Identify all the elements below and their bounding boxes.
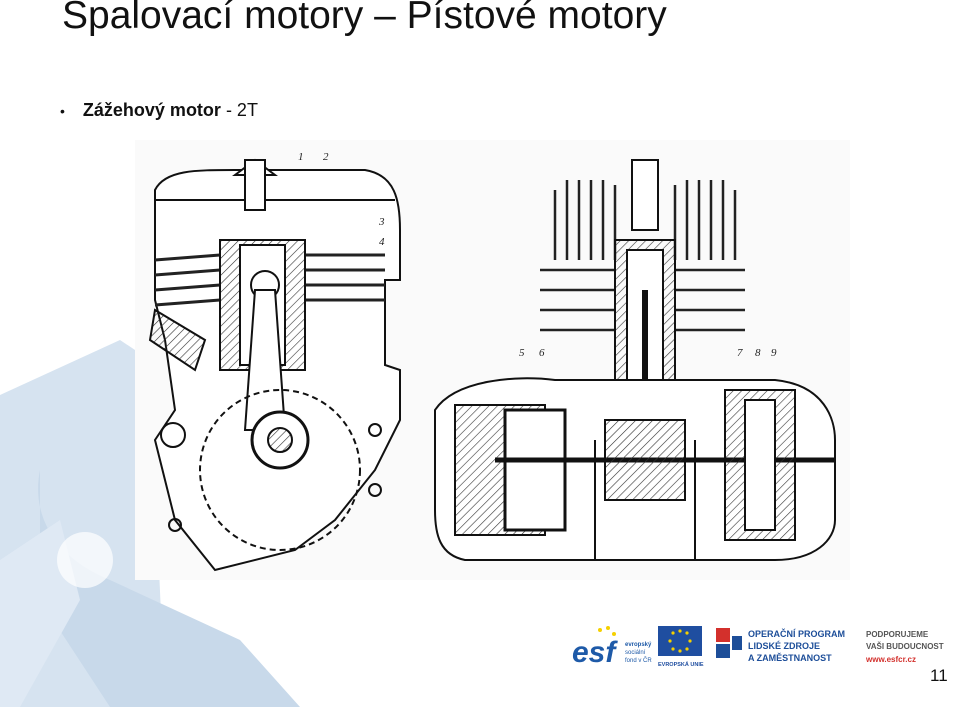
- right-label: 8: [755, 347, 761, 359]
- eu-caption: EVROPSKÁ UNIE: [658, 661, 704, 668]
- left-label: 3: [378, 216, 385, 228]
- support-line: PODPORUJEME: [866, 630, 929, 639]
- right-engine-view: [434, 159, 836, 561]
- support-line: VAŠI BUDOUCNOST: [866, 642, 944, 651]
- support-text: PODPORUJEME VAŠI BUDOUCNOST www.esfcr.cz: [865, 630, 944, 664]
- left-label: 1: [298, 151, 304, 163]
- bullet-icon: •: [60, 102, 65, 119]
- op-line: LIDSKÉ ZDROJE: [748, 641, 820, 651]
- op-line: OPERAČNÍ PROGRAM: [748, 628, 845, 639]
- right-label: 9: [771, 347, 777, 359]
- esf-line: fond v ČR: [625, 657, 652, 664]
- slide-title: Spalovací motory – Pístové motory: [62, 0, 667, 37]
- left-label: 4: [379, 236, 385, 248]
- engine-cross-section-drawing: 1 2 3 4 5 6 7 8 9: [135, 140, 850, 580]
- support-line: www.esfcr.cz: [865, 655, 916, 664]
- esf-line: evropský: [625, 642, 652, 648]
- op-lzz-logo: OPERAČNÍ PROGRAM LIDSKÉ ZDROJE A ZAMĚSTN…: [716, 628, 845, 663]
- left-engine-view: [148, 158, 401, 572]
- esf-line: sociální: [625, 650, 646, 656]
- left-label: 2: [323, 151, 329, 163]
- part-labels: 1 2 3 4 5 6 7 8 9: [298, 151, 777, 359]
- bullet-text-rest: - 2T: [220, 100, 258, 120]
- bullet-text-bold: Zážehový motor: [82, 100, 221, 120]
- eu-flag-logo: EVROPSKÁ UNIE: [658, 626, 704, 668]
- right-label: 7: [737, 347, 743, 359]
- bullet-text: Zážehový motor - 2T: [83, 100, 258, 121]
- esf-logo: esf evropský sociální fond v ČR: [572, 626, 652, 669]
- op-line: A ZAMĚSTNANOST: [748, 652, 832, 663]
- right-label: 5: [519, 347, 525, 359]
- right-label: 6: [539, 347, 545, 359]
- page-number: 11: [930, 666, 948, 685]
- funding-logos: esf evropský sociální fond v ČR EVROPSKÁ…: [572, 626, 944, 669]
- esf-word: esf: [572, 636, 618, 669]
- bullet-item: • Zážehový motor - 2T: [60, 100, 258, 121]
